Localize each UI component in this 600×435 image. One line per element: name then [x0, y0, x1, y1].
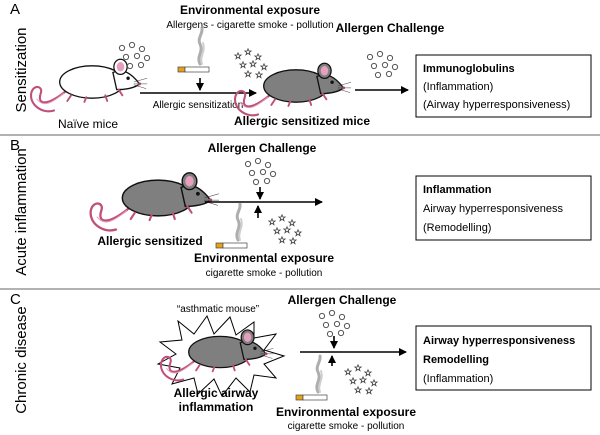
allergic-sensitized-mouse-icon: [89, 171, 221, 232]
outcome-c-3: (Inflammation): [423, 373, 493, 385]
challenge-particles-c-icon: [318, 309, 351, 338]
env-exposure-subtitle-c: cigarette smoke - pollution: [288, 421, 405, 432]
challenge-particles-b-icon: [244, 157, 277, 186]
outcome-box-a: [415, 54, 592, 118]
panel-b-letter: B: [10, 137, 20, 154]
outcome-a-2: (Inflammation): [423, 81, 493, 93]
pollution-particles-c-icon: [345, 365, 377, 394]
challenge-particles-a-icon: [366, 50, 399, 79]
panel-c-side-label: Chronic disease: [13, 306, 30, 414]
panel-a-side-label: Sensitization: [13, 27, 30, 112]
allergic-airway-label-1: Allergic airway: [174, 386, 259, 400]
outcome-b-2: Airway hyperresponsiveness: [423, 203, 564, 215]
allergen-challenge-title-b: Allergen Challenge: [208, 141, 317, 155]
asthmatic-mouse-quote: “asthmatic mouse”: [177, 304, 259, 315]
allergic-airway-label-2: inflammation: [179, 400, 254, 414]
naive-mice-label: Naïve mice: [58, 117, 118, 131]
panel-a-letter: A: [10, 1, 20, 18]
pollution-particles-icon: [235, 49, 267, 78]
outcome-box-b: [415, 175, 592, 241]
cigarette-icon: [176, 26, 211, 74]
sensitized-mouse-icon: [233, 62, 353, 117]
panel-a: A Sensitization Naïve mice Environmental…: [10, 1, 592, 131]
allergen-challenge-title-c: Allergen Challenge: [288, 293, 397, 307]
outcome-a-3: (Airway hyperresponsiveness): [423, 99, 570, 111]
outcome-c-2: Remodelling: [423, 354, 489, 366]
env-exposure-title-c: Environmental exposure: [276, 405, 416, 419]
cigarette-c-icon: [294, 354, 329, 402]
outcome-a-1: Immunoglobulins: [423, 63, 515, 75]
env-exposure-title: Environmental exposure: [180, 3, 320, 17]
outcome-b-1: Inflammation: [423, 184, 492, 196]
allergic-sensitized-label: Allergic sensitized: [97, 234, 202, 248]
env-exposure-subtitle: Allergens - cigarette smoke - pollution: [166, 20, 333, 31]
panel-c: C Chronic disease “asthmatic mouse” Alle…: [10, 291, 592, 432]
env-exposure-subtitle-b: cigarette smoke - pollution: [206, 268, 323, 279]
outcome-box-c: [415, 325, 592, 391]
panel-c-letter: C: [10, 291, 21, 308]
panel-b: B Acute inflammation Allergic sensitized…: [10, 137, 592, 279]
outcome-b-3: (Remodelling): [423, 222, 491, 234]
pollution-particles-b-icon: [269, 215, 301, 244]
allergen-challenge-title-a: Allergen Challenge: [336, 21, 445, 35]
sensitized-mice-label: Allergic sensitized mice: [234, 114, 370, 128]
outcome-c-1: Airway hyperresponsiveness: [423, 335, 575, 347]
cigarette-b-icon: [214, 202, 249, 250]
allergic-sensitization-label: Allergic sensitization: [153, 100, 244, 111]
env-exposure-title-b: Environmental exposure: [194, 251, 334, 265]
panel-b-side-label: Acute inflammation: [13, 148, 30, 276]
